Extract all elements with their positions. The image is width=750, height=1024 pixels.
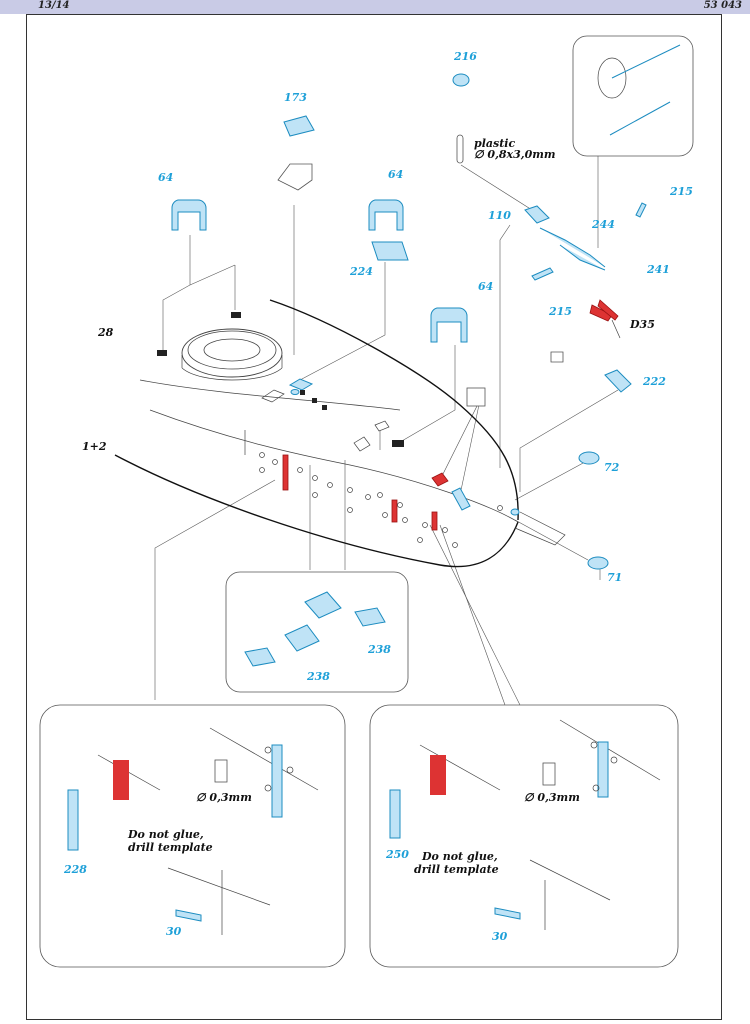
label-drill-right: ∅ 0,3mm [524,791,580,804]
label-228: 228 [63,863,87,876]
part-64-right [430,307,468,343]
part-216 [452,73,470,87]
product-code: 53 043 [703,0,742,11]
turret-ring [181,328,283,381]
label-215-upper: 215 [669,185,693,198]
label-215-lower: 215 [548,305,572,318]
detail-box-right [369,704,679,968]
label-64-middle: 64 [388,168,403,181]
label-drill-left: ∅ 0,3mm [196,791,252,804]
part-d35 [589,299,621,339]
label-plastic: plastic [474,137,515,150]
label-d35: D35 [629,318,655,331]
part-71 [587,556,609,570]
part-64-left [171,199,207,231]
part-110 [524,205,550,224]
part-215-lower [531,267,554,281]
part-173 [283,115,315,137]
page-number: 13/14 [38,0,70,11]
hull-outline [114,299,566,568]
label-238-left: 238 [306,670,330,683]
chain-detail-box [572,35,694,157]
leader-lines [154,155,619,706]
note-right-line1: Do not glue, [421,850,498,863]
label-1-2: 1+2 [82,440,107,453]
header-bar: 13/14 53 043 [0,0,750,14]
part-72 [578,451,600,465]
label-224: 224 [349,265,373,278]
label-71: 71 [607,571,622,584]
part-241 [559,244,606,271]
plastic-rod [456,134,464,164]
part-173-assembled [277,163,313,191]
part-224 [371,241,409,261]
part-64-middle [368,199,404,231]
label-250: 250 [385,848,409,861]
label-64-left: 64 [158,171,173,184]
note-left-line2: drill template [128,841,213,854]
label-244: 244 [591,218,615,231]
part-222 [604,369,632,393]
label-30-left: 30 [166,925,182,938]
label-30-right: 30 [492,930,508,943]
label-173: 173 [284,91,307,104]
hull-holes [259,452,503,548]
label-rod-size: ∅ 0,8x3,0mm [474,148,556,161]
label-72: 72 [604,461,620,474]
label-222: 222 [642,375,666,388]
part-244 [539,227,606,268]
label-64-right: 64 [478,280,493,293]
bending-icon [550,351,564,363]
label-238-right: 238 [367,643,391,656]
note-left-line1: Do not glue, [127,828,204,841]
label-241: 241 [646,263,670,276]
part-215-upper [635,202,647,218]
label-28: 28 [97,326,114,339]
page-frame [26,14,722,1020]
detail-box-left [39,704,346,968]
detail-box-238 [225,571,409,693]
label-110: 110 [488,209,511,222]
label-216: 216 [453,50,477,63]
hull-details [157,312,520,531]
note-right-line2: drill template [414,863,499,876]
